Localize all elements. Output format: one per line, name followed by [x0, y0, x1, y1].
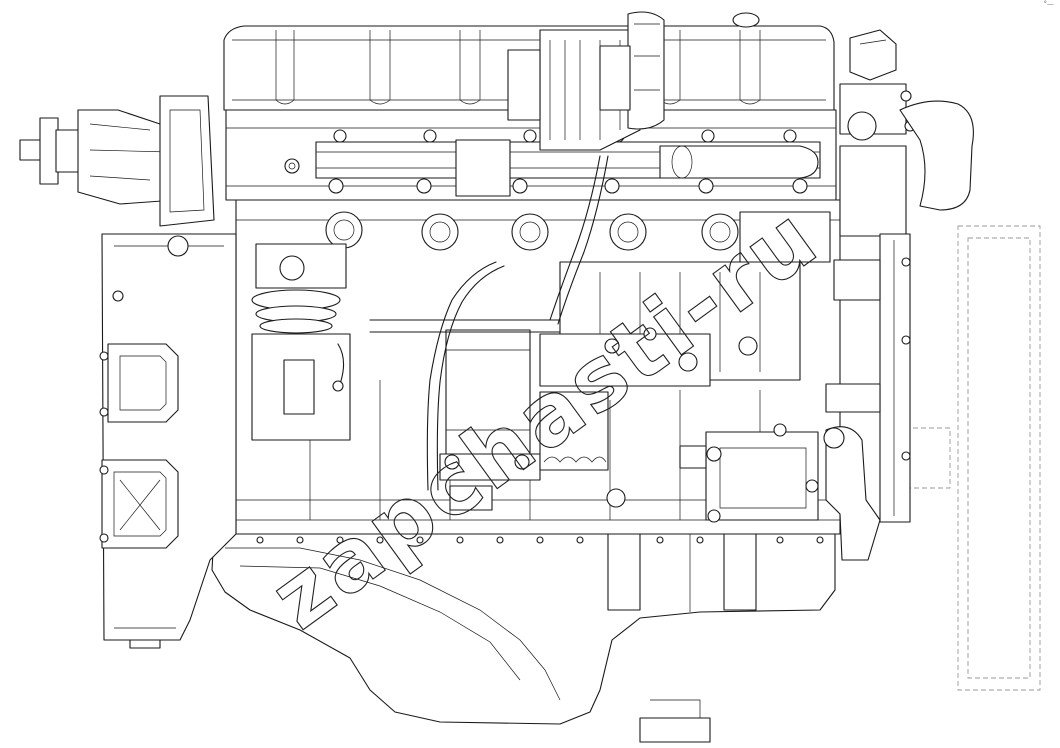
- lower-right-housing: [679, 423, 819, 523]
- intake-tube: [455, 139, 819, 197]
- pto-pump: [19, 95, 215, 227]
- front-pulleys: [823, 145, 911, 561]
- lower-cover: [539, 391, 626, 508]
- rocker-cover-segments: [232, 30, 826, 105]
- air-compressor: [251, 243, 351, 441]
- flywheel-housing: [99, 233, 237, 649]
- oil-filter: [439, 329, 541, 511]
- intake-manifold: [539, 211, 831, 387]
- oil-sump: [211, 533, 836, 743]
- turbocharger: [507, 11, 665, 151]
- bottom-bolt-row: [256, 536, 824, 544]
- coolant-pipes: [369, 155, 609, 491]
- water-outlet: [839, 29, 974, 211]
- ghost-outline: [904, 225, 1041, 691]
- corner-mark: °—: [1043, 0, 1055, 8]
